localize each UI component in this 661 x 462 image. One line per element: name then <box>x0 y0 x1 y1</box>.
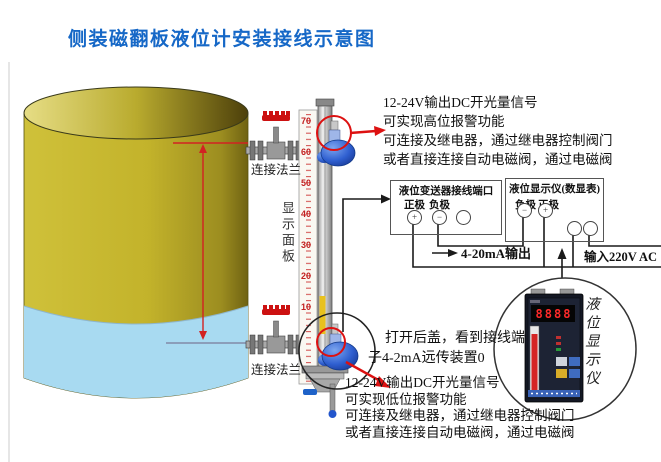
instrument-label-strip <box>528 390 580 397</box>
bottom-sensor <box>298 312 391 390</box>
scale-tick-label: 40 <box>301 209 312 219</box>
liquid-surface-line <box>23 305 249 325</box>
sensor-to-box-wire <box>342 198 383 332</box>
scale-tick-label: 30 <box>301 240 312 250</box>
open-cover-note-line2: 子4-2mA远传装置0 <box>368 351 485 366</box>
wire-arrowhead <box>381 194 391 204</box>
terminal-ac <box>583 221 598 236</box>
bottom-red-arrow <box>375 376 391 388</box>
tank-liquid <box>24 306 248 398</box>
instrument-button <box>569 357 580 366</box>
instrument-button <box>569 369 580 378</box>
top-sensor <box>316 115 386 167</box>
instrument-vertical-label: 液位显示仪 <box>583 296 599 389</box>
tank <box>23 86 249 399</box>
note-line: 或者直接连接自动电磁阀，通过电磁阀 <box>383 152 613 167</box>
led-window <box>531 305 575 322</box>
instrument-button <box>556 369 567 378</box>
note-line: 12-24V输出DC开光量信号 <box>383 95 538 110</box>
ac-right-wire <box>588 234 661 247</box>
negative-loop-wire <box>437 216 524 247</box>
scale-tick-label: 20 <box>301 271 312 281</box>
ac-input-label: 输入220V AC <box>584 250 658 264</box>
terminal-negative: − <box>517 203 532 218</box>
top-valve-handle <box>262 115 290 121</box>
positive-pole-label: 正极 <box>404 200 425 211</box>
instrument-photo <box>493 277 637 421</box>
top-flange-label: 连接法兰 <box>251 163 302 177</box>
gauge-top-cap <box>315 98 335 107</box>
tank-top-ellipse <box>23 86 249 140</box>
note-line: 12-24V输出DC开光量信号 <box>345 375 500 390</box>
terminal-positive: + <box>538 203 553 218</box>
note-line: 可连接及继电器，通过继电器控制阀门 <box>383 133 613 148</box>
drain-valve-handle <box>303 389 317 395</box>
gauge-panel-label: 显示面板 <box>280 201 295 265</box>
scale-tick-label: 50 <box>301 178 312 188</box>
top-red-arrow <box>374 126 386 136</box>
low-alarm-note: 12-24V输出DC开光量信号 可实现低位报警功能 可连接及继电器，通过继电器控… <box>345 375 575 441</box>
scale-tick-label: 60 <box>301 147 312 157</box>
gauge-column <box>298 98 349 418</box>
positive-loop-wire <box>412 216 661 268</box>
display-box-title: 液位显示仪(数显表) <box>509 184 600 195</box>
terminal-positive: + <box>407 210 422 225</box>
note-line: 或者直接连接自动电磁阀，通过电磁阀 <box>345 424 575 440</box>
high-alarm-note: 12-24V输出DC开光量信号 可实现高位报警功能 可连接及继电器，通过继电器控… <box>383 93 613 169</box>
page-title: 侧装磁翻板液位计安装接线示意图 <box>68 29 376 50</box>
bottom-highlight-circle-red <box>316 327 346 357</box>
instrument-pointer-arrowhead <box>557 248 567 259</box>
note-line: 可连接及继电器，通过继电器控制阀门 <box>345 408 575 423</box>
negative-pole-label: 负极 <box>429 200 450 211</box>
note-line: 可实现高位报警功能 <box>383 114 505 129</box>
bottom-pipe-valve <box>245 305 305 355</box>
instrument-button <box>556 357 567 366</box>
transmitter-box-title: 液位变送器接线端口 <box>398 186 494 197</box>
gauge-float-indicator <box>319 296 326 334</box>
output-signal-label: 4-20mA输出 <box>461 246 532 261</box>
scale-tick-label: 10 <box>301 302 312 312</box>
bottom-highlight-circle-black <box>298 312 376 390</box>
led-display-value: 8888 <box>535 307 573 321</box>
terminal-negative: − <box>432 210 447 225</box>
level-measure-lines <box>166 142 250 344</box>
display-terminal-box: 液位显示仪(数显表) 负极 正极 − + <box>505 178 604 242</box>
terminal-spare <box>456 210 471 225</box>
measure-arrow-up <box>199 144 207 153</box>
terminal-ac <box>567 221 582 236</box>
transmitter-terminal-box: 液位变送器接线端口 正极 负极 + − <box>390 180 502 235</box>
note-line: 可实现低位报警功能 <box>345 391 467 407</box>
bottom-flange-label: 连接法兰 <box>251 363 302 377</box>
wiring-lines <box>342 194 661 332</box>
scale-tick-label: 70 <box>301 116 312 126</box>
open-cover-note-line1: 打开后盖，看到接线端 <box>385 331 525 346</box>
output-arrowhead <box>448 249 458 257</box>
top-pipe-valve <box>245 111 305 161</box>
measure-arrow-down <box>199 331 207 340</box>
bottom-valve-handle <box>262 309 290 315</box>
